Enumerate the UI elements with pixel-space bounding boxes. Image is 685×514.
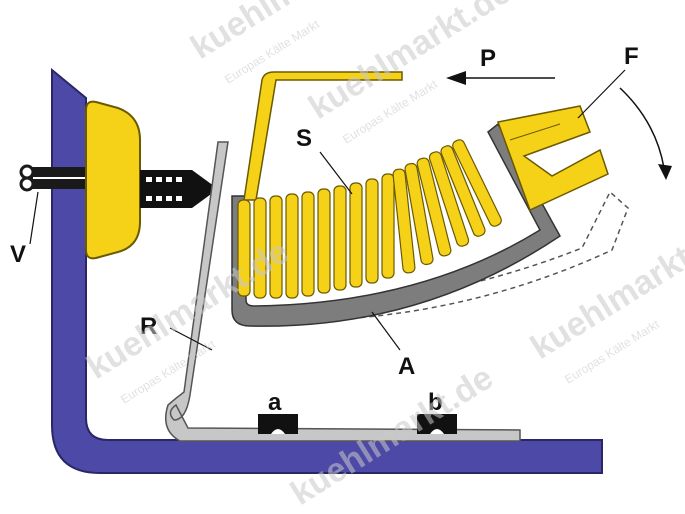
leader-lines xyxy=(29,69,626,351)
label-a: A xyxy=(398,353,415,380)
rotation-arrow xyxy=(619,87,672,180)
frame-bracket xyxy=(51,67,603,474)
label-p: P xyxy=(480,45,496,72)
fork-f xyxy=(496,105,609,212)
contact-a xyxy=(258,414,298,434)
force-arrow-p xyxy=(446,71,555,85)
lever-arm-a xyxy=(231,122,561,327)
spring-leaf-r xyxy=(165,141,521,442)
label-v: V xyxy=(10,241,26,268)
screw-v xyxy=(19,164,92,192)
label-r: R xyxy=(140,313,157,340)
label-s: S xyxy=(296,125,312,152)
label-contact-a: a xyxy=(268,389,282,416)
label-contact-b: b xyxy=(428,389,443,416)
deflected-outline xyxy=(239,190,629,322)
contact-b xyxy=(417,414,457,434)
threaded-stud xyxy=(140,170,218,208)
mounting-block xyxy=(85,100,141,260)
upper-wire xyxy=(243,71,403,201)
label-f: F xyxy=(624,43,639,70)
bellows-s xyxy=(237,139,502,299)
